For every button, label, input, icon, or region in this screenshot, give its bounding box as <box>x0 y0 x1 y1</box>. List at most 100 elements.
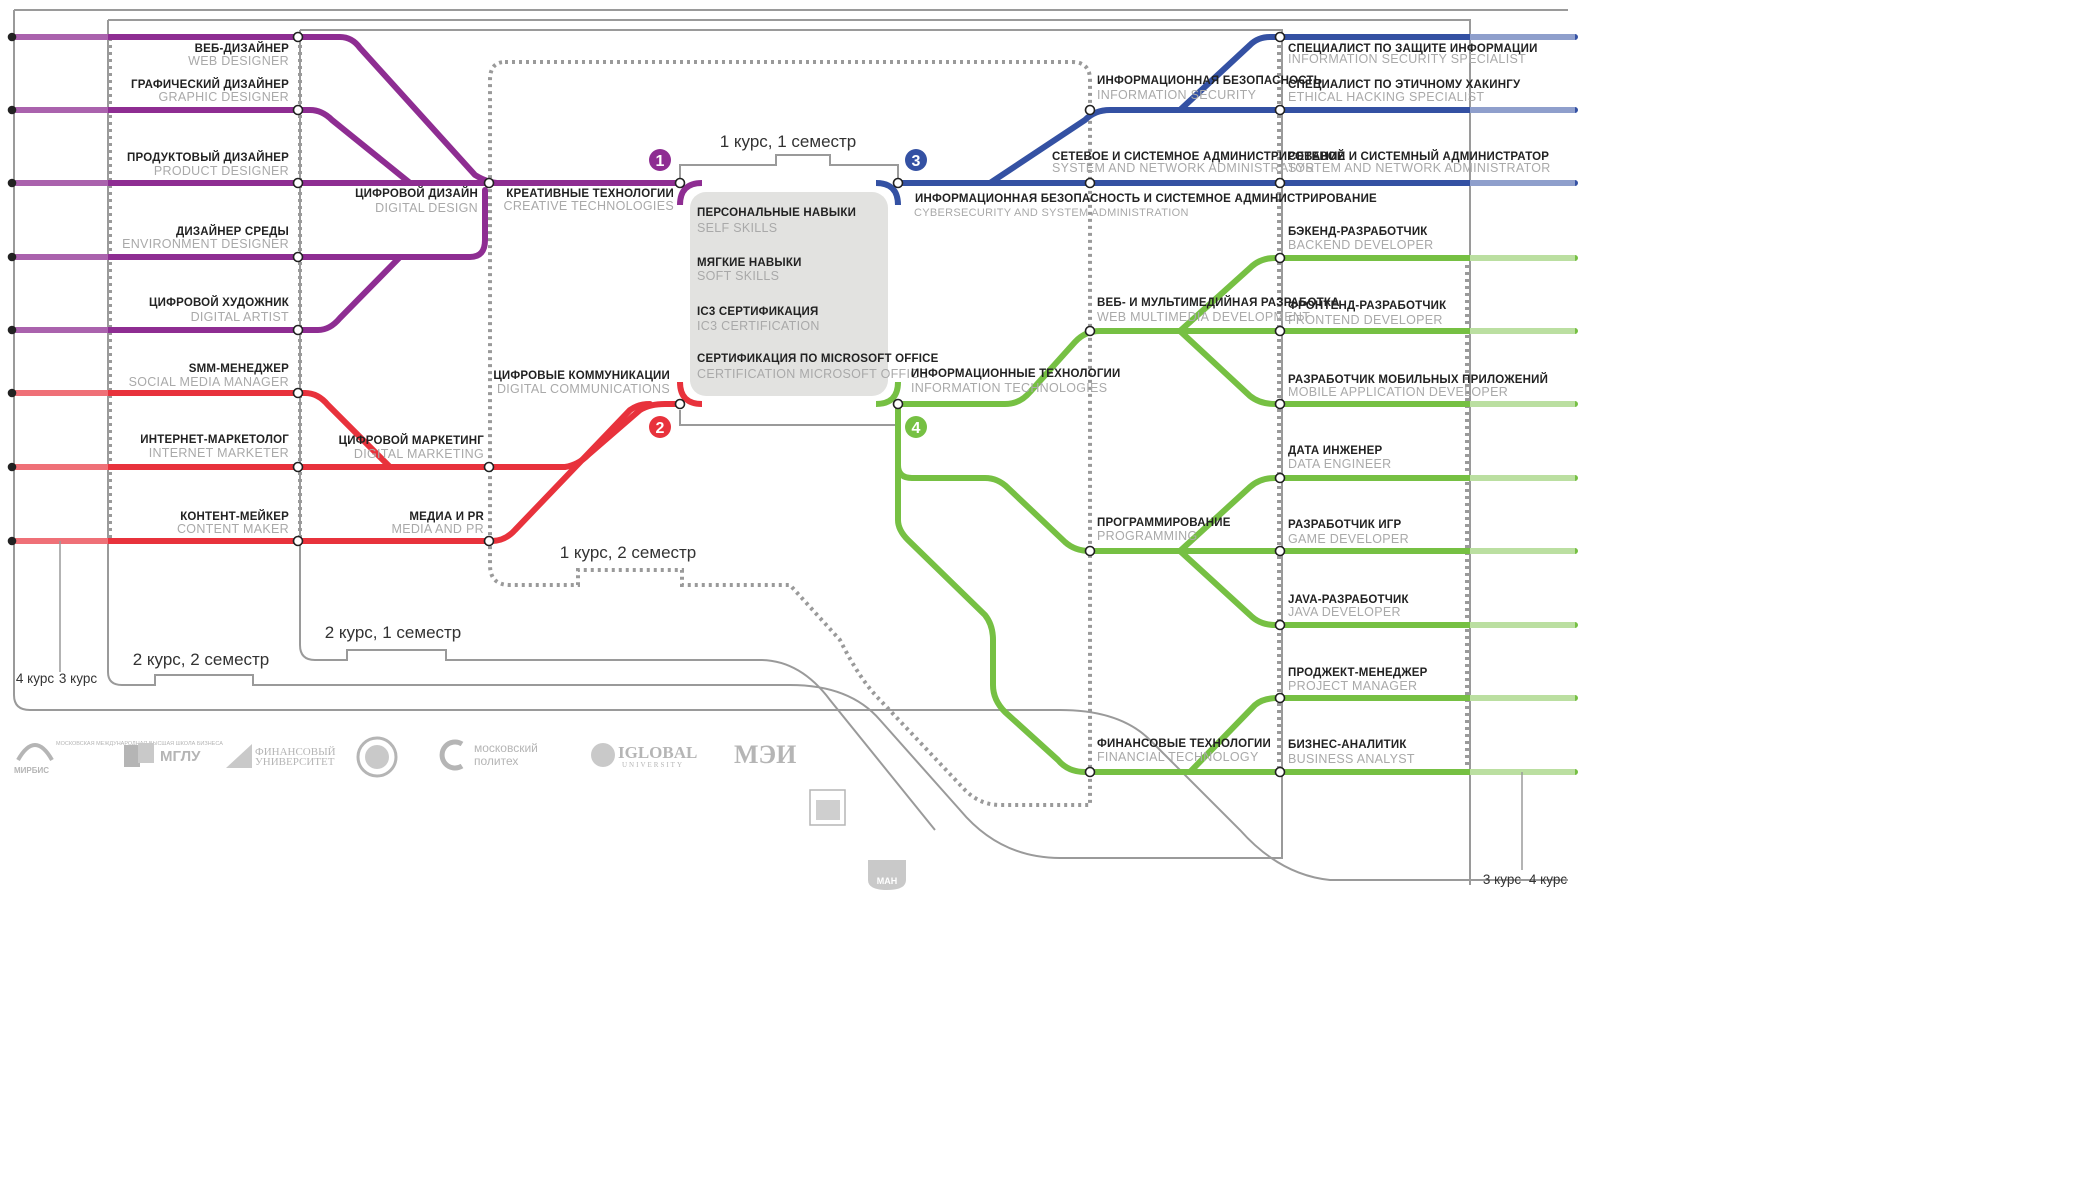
professions-left: ВЕБ-ДИЗАЙНЕР WEB DESIGNER ГРАФИЧЕСКИЙ ДИ… <box>122 42 289 536</box>
spec-digital-design-ru: ЦИФРОВОЙ ДИЗАЙН <box>355 187 478 200</box>
core-1-en: SOFT SKILLS <box>697 269 779 283</box>
svg-text:МАН: МАН <box>877 876 898 886</box>
spec-info-security-ru: ИНФОРМАЦИОННАЯ БЕЗОПАСНОСТЬ <box>1097 75 1322 87</box>
core-3-ru: СЕРТИФИКАЦИЯ ПО MICROSOFT OFFICE <box>697 353 939 365</box>
marker-4-text: 4 <box>912 420 921 437</box>
prof-right-6-en: DATA ENGINEER <box>1288 457 1391 471</box>
spec-network-admin-ru: СЕТЕВОЕ И СИСТЕМНОЕ АДМИНИСТРИРОВАНИЕ <box>1052 151 1346 163</box>
semester-y2s2: 2 курс, 2 семестр <box>133 650 270 669</box>
core-labels: ПЕРСОНАЛЬНЫЕ НАВЫКИ SELF SKILLS МЯГКИЕ Н… <box>697 207 939 381</box>
spec-programming-ru: ПРОГРАММИРОВАНИЕ <box>1097 517 1231 529</box>
marker-1-text: 1 <box>656 153 665 170</box>
marker-2-text: 2 <box>656 420 665 437</box>
number-markers: 1 2 3 4 <box>649 149 927 438</box>
prof-left-0-en: WEB DESIGNER <box>188 54 289 68</box>
marker-1 <box>649 149 671 171</box>
frame-y1s2 <box>488 60 1092 807</box>
hub-labels: КРЕАТИВНЫЕ ТЕХНОЛОГИИ CREATIVE TECHNOLOG… <box>493 188 1377 396</box>
red-lines <box>9 390 683 544</box>
prof-left-1-ru: ГРАФИЧЕСКИЙ ДИЗАЙНЕР <box>131 78 289 91</box>
prof-right-5-ru: РАЗРАБОТЧИК МОБИЛЬНЫХ ПРИЛОЖЕНИЙ <box>1288 373 1548 386</box>
prof-right-3-ru: БЭКЕНД-РАЗРАБОТЧИК <box>1288 226 1428 238</box>
semester-frames <box>13 9 1568 885</box>
prof-left-3-ru: ДИЗАЙНЕР СРЕДЫ <box>176 225 289 238</box>
svg-text:IGLOBAL: IGLOBAL <box>618 743 697 762</box>
prof-right-2-ru: СЕТЕВОЙ И СИСТЕМНЫЙ АДМИНИСТРАТОР <box>1288 150 1549 163</box>
prof-right-9-ru: ПРОДЖЕКТ-МЕНЕДЖЕР <box>1288 667 1428 679</box>
spec-digital-design-en: DIGITAL DESIGN <box>375 201 478 215</box>
professions-right: СПЕЦИАЛИСТ ПО ЗАЩИТЕ ИНФОРМАЦИИ INFORMAT… <box>1288 43 1551 766</box>
course-right-4: 4 курс <box>1529 872 1567 887</box>
prof-right-0-en: INFORMATION SECURITY SPECIALIST <box>1288 52 1526 66</box>
prof-right-9-en: PROJECT MANAGER <box>1288 679 1417 693</box>
course-ticks <box>59 541 1523 870</box>
prof-right-2-en: SYSTEM AND NETWORK ADMINISTRATOR <box>1288 161 1551 175</box>
seal-logo <box>356 736 398 778</box>
hub-digital-comm-ru: ЦИФРОВЫЕ КОММУНИКАЦИИ <box>493 370 670 382</box>
stations <box>7 31 1286 778</box>
core-1-ru: МЯГКИЕ НАВЫКИ <box>697 257 802 269</box>
prof-left-7-en: CONTENT MAKER <box>177 522 289 536</box>
mei-logo: МЭИ <box>734 740 796 769</box>
prof-right-10-ru: БИЗНЕС-АНАЛИТИК <box>1288 739 1407 751</box>
prof-right-4-en: FRONTEND DEVELOPER <box>1288 313 1443 327</box>
spec-network-admin-en: SYSTEM AND NETWORK ADMINISTRATOR <box>1052 161 1315 175</box>
green-lines <box>895 255 1578 775</box>
course-left-4: 4 курс <box>16 671 54 686</box>
hub-infotech-ru: ИНФОРМАЦИОННЫЕ ТЕХНОЛОГИИ <box>911 368 1120 380</box>
purple-fade <box>12 34 108 333</box>
prof-left-4-en: DIGITAL ARTIST <box>191 310 289 324</box>
spec-web-multimedia-ru: ВЕБ- И МУЛЬТИМЕДИЙНАЯ РАЗРАБОТКА <box>1097 296 1340 309</box>
marker-4 <box>905 416 927 438</box>
semester-y1s1: 1 курс, 1 семестр <box>720 132 857 151</box>
course-left-3: 3 курс <box>59 671 97 686</box>
prof-left-7-ru: КОНТЕНТ-МЕЙКЕР <box>180 510 289 523</box>
svg-text:МИРБИС: МИРБИС <box>14 766 49 775</box>
svg-text:МЭИ: МЭИ <box>734 740 796 769</box>
frame-y2s1 <box>299 29 1283 858</box>
red-fade <box>12 390 108 544</box>
prof-right-0-ru: СПЕЦИАЛИСТ ПО ЗАЩИТЕ ИНФОРМАЦИИ <box>1288 43 1538 55</box>
spec-programming-en: PROGRAMMING <box>1097 529 1198 543</box>
green-fade <box>1470 255 1575 775</box>
frame-year3 <box>107 19 1471 885</box>
semester-y2s1: 2 курс, 1 семестр <box>325 623 462 642</box>
spec-digital-marketing-ru: ЦИФРОВОЙ МАРКЕТИНГ <box>339 434 485 447</box>
spec-web-multimedia-en: WEB MULTIMEDIA DEVELOPMENT <box>1097 310 1310 324</box>
svg-text:УНИВЕРСИТЕТ: УНИВЕРСИТЕТ <box>255 756 335 768</box>
prof-right-1-ru: СПЕЦИАЛИСТ ПО ЭТИЧНОМУ ХАКИНГУ <box>1288 79 1521 91</box>
prof-left-6-en: INTERNET MARKETER <box>149 446 289 460</box>
prof-right-5-en: MOBILE APPLICATION DEVELOPER <box>1288 385 1508 399</box>
prof-left-5-en: SOCIAL MEDIA MANAGER <box>129 375 289 389</box>
prof-left-2-en: PRODUCT DESIGNER <box>154 164 289 178</box>
finuni-logo: ФИНАНСОВЫЙ УНИВЕРСИТЕТ <box>226 744 336 768</box>
spec-digital-marketing-en: DIGITAL MARKETING <box>354 447 484 461</box>
prof-left-2-ru: ПРОДУКТОВЫЙ ДИЗАЙНЕР <box>127 151 289 164</box>
svg-text:МГЛУ: МГЛУ <box>160 748 201 765</box>
prof-right-6-ru: ДАТА ИНЖЕНЕР <box>1288 445 1383 457</box>
prof-right-8-en: JAVA DEVELOPER <box>1288 605 1401 619</box>
specialization-labels: ЦИФРОВОЙ ДИЗАЙН DIGITAL DESIGN ЦИФРОВОЙ … <box>339 75 1346 764</box>
semester-labels: 1 курс, 1 семестр 1 курс, 2 семестр 2 ку… <box>16 132 1567 887</box>
prof-right-8-ru: JAVA-РАЗРАБОТЧИК <box>1288 594 1410 606</box>
prof-right-3-en: BACKEND DEVELOPER <box>1288 238 1433 252</box>
core-block <box>677 180 901 407</box>
prof-left-0-ru: ВЕБ-ДИЗАЙНЕР <box>195 42 289 55</box>
man-shield-logo: МАН <box>868 860 906 890</box>
prof-left-6-ru: ИНТЕРНЕТ-МАРКЕТОЛОГ <box>140 434 289 446</box>
spec-media-pr-ru: МЕДИА И PR <box>409 511 484 523</box>
hub-cybersec-en: CYBERSECURITY AND SYSTEM ADMINISTRATION <box>914 207 1189 219</box>
prof-right-4-ru: ФРОНТЕНД-РАЗРАБОТЧИК <box>1288 300 1447 312</box>
hub-creative-ru: КРЕАТИВНЫЕ ТЕХНОЛОГИИ <box>506 188 674 200</box>
blue-lines <box>895 34 1578 186</box>
partner-logos: МИРБИС МОСКОВСКАЯ МЕЖДУНАРОДНАЯ ВЫСШАЯ Ш… <box>14 736 906 890</box>
prof-left-3-en: ENVIRONMENT DESIGNER <box>122 237 289 251</box>
prof-right-10-en: BUSINESS ANALYST <box>1288 752 1415 766</box>
course-right-3: 3 курс <box>1483 872 1521 887</box>
prof-left-5-ru: SMM-МЕНЕДЖЕР <box>189 363 289 375</box>
purple-lines <box>9 34 683 333</box>
svg-text:ФИНАНСОВЫЙ: ФИНАНСОВЫЙ <box>255 746 336 758</box>
core-3-en: CERTIFICATION MICROSOFT OFFICE <box>697 367 928 381</box>
marker-3 <box>905 149 927 171</box>
